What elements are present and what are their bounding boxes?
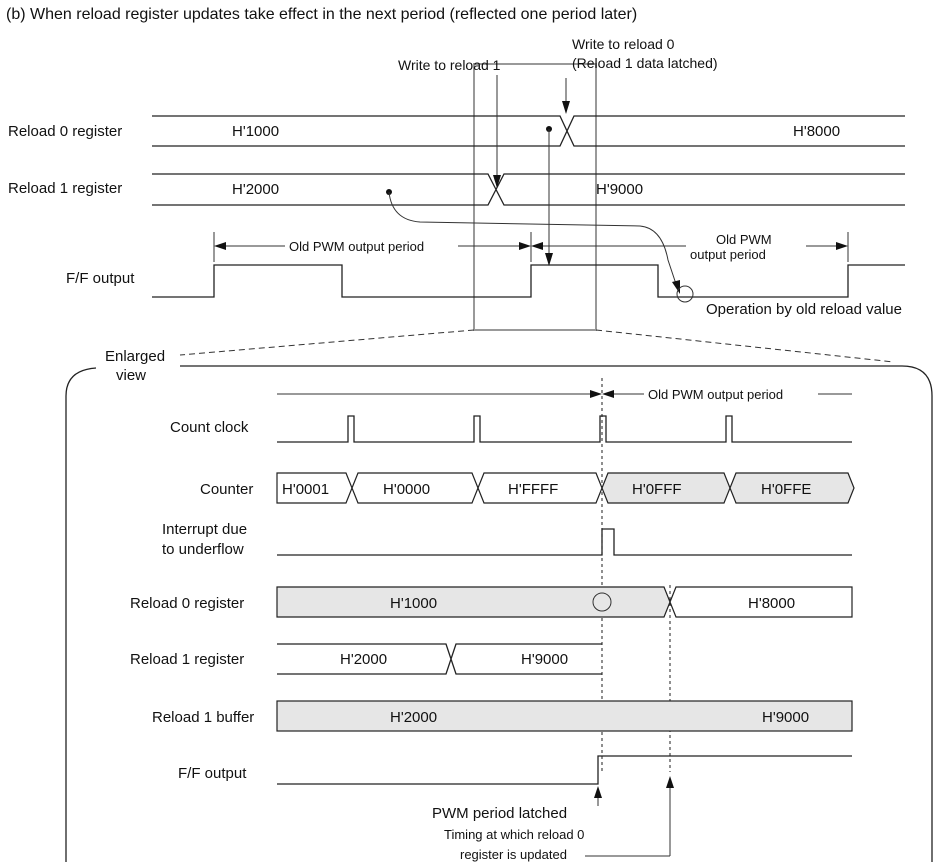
- enl-ff-signal: [277, 755, 852, 785]
- enlarged-period-label: Old PWM output period: [648, 387, 783, 402]
- enl-reload1-signal: [277, 643, 602, 675]
- counter-signal: H'0001 H'0000 H'FFFF H'0FFF H'0FFE: [276, 472, 855, 504]
- top-reload1-label: Reload 1 register: [8, 180, 122, 197]
- enl-reload1-value-after: H'9000: [521, 651, 568, 668]
- enl-reload0-gray: [276, 586, 671, 618]
- top-old-period-right-1: Old PWM: [716, 232, 772, 247]
- enlarged-frame: [65, 365, 933, 862]
- enlarged-label-2: view: [116, 367, 146, 384]
- top-old-value-marker: [676, 285, 694, 303]
- interrupt-label-1: Interrupt due: [162, 521, 247, 538]
- counter-value-0: H'0001: [282, 481, 329, 498]
- counter-value-2: H'FFFF: [508, 481, 558, 498]
- enl-reload0-latch-marker: [592, 592, 612, 612]
- top-reload0-label: Reload 0 register: [8, 123, 122, 140]
- top-reload0-signal: [152, 115, 905, 147]
- interrupt-signal: [277, 528, 852, 556]
- enl-buffer-value-before: H'2000: [390, 709, 437, 726]
- counter-value-3: H'0FFF: [632, 481, 682, 498]
- diagram-heading: (b) When reload register updates take ef…: [6, 6, 637, 23]
- enlarged-view: Enlarged view Old PWM output period Coun…: [65, 348, 933, 862]
- enlarged-label-1: Enlarged: [105, 348, 165, 365]
- reload1-latched-label: (Reload 1 data latched): [572, 55, 718, 71]
- write-reload1-label: Write to reload 1: [398, 57, 501, 73]
- pwm-latched-label: PWM period latched: [432, 805, 567, 822]
- zoom-region-box: [473, 63, 597, 331]
- count-clock-signal: [277, 415, 852, 443]
- top-ff-signal: [152, 264, 905, 298]
- top-old-value-label: Operation by old reload value: [706, 301, 902, 318]
- write-reload0-label: Write to reload 0: [572, 36, 675, 52]
- top-old-period-left: Old PWM output period: [289, 239, 424, 254]
- enl-ff-label: F/F output: [178, 765, 247, 782]
- enl-buffer-value-after: H'9000: [762, 709, 809, 726]
- count-clock-label: Count clock: [170, 419, 249, 436]
- top-reload0-value-before: H'1000: [232, 123, 279, 140]
- interrupt-label-2: to underflow: [162, 541, 244, 558]
- enl-reload0-label: Reload 0 register: [130, 595, 244, 612]
- top-reload1-signal: [152, 173, 905, 206]
- timing-label-1: Timing at which reload 0: [444, 827, 584, 842]
- enl-buffer-signal: [276, 700, 853, 732]
- timing-label-2: register is updated: [460, 847, 567, 862]
- enl-reload1-value-before: H'2000: [340, 651, 387, 668]
- enl-buffer-label: Reload 1 buffer: [152, 709, 254, 726]
- top-overview: Write to reload 1 Write to reload 0 (Rel…: [8, 36, 905, 363]
- counter-value-1: H'0000: [383, 481, 430, 498]
- top-reload1-value-after: H'9000: [596, 181, 643, 198]
- top-ff-label: F/F output: [66, 270, 135, 287]
- enl-reload0-value-before: H'1000: [390, 595, 437, 612]
- enl-reload0-white: [669, 586, 853, 618]
- top-reload0-value-after: H'8000: [793, 123, 840, 140]
- counter-value-4: H'0FFE: [761, 481, 811, 498]
- counter-label: Counter: [200, 481, 253, 498]
- top-old-period-right-2: output period: [690, 247, 766, 262]
- top-reload1-value-before: H'2000: [232, 181, 279, 198]
- enl-reload0-value-after: H'8000: [748, 595, 795, 612]
- enl-reload1-label: Reload 1 register: [130, 651, 244, 668]
